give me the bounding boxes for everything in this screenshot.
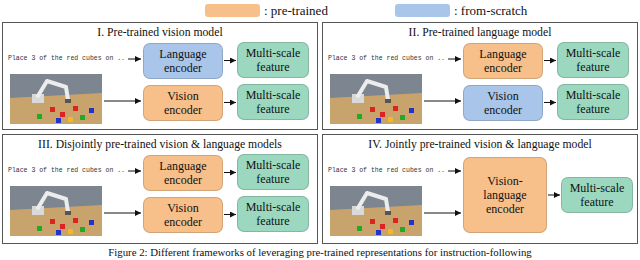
feature-arrow	[544, 102, 556, 103]
vision-encoder: Vision encoder	[143, 85, 223, 121]
instruction-text: Place 3 of the red cubes on ..	[8, 167, 125, 175]
box-text: Multi-scale feature	[242, 200, 304, 228]
robot-image	[10, 74, 102, 124]
instruction-text: Place 3 of the red cubes on ..	[328, 167, 445, 175]
box-text: Vision encoder	[468, 89, 538, 117]
framework-panel: II. Pre-trained language modelLanguage e…	[322, 22, 638, 130]
framework-panel: III. Disjointly pre-trained vision & lan…	[2, 134, 318, 244]
feature-arrow	[224, 214, 236, 215]
box-text: Multi-scale feature	[562, 46, 624, 74]
box-text: Vision encoder	[148, 89, 218, 117]
input-arrow	[448, 59, 461, 60]
box-text: Vision-language encoder	[468, 174, 542, 216]
framework-panel: IV. Jointly pre-trained vision & languag…	[322, 134, 638, 244]
vision-language-encoder: Vision-language encoder	[463, 157, 547, 233]
panel-title: II. Pre-trained language model	[323, 25, 637, 41]
box-text: Multi-scale feature	[242, 46, 304, 74]
language-encoder: Language encoder	[143, 43, 223, 79]
framework-panel: I. Pre-trained vision modelLanguage enco…	[2, 22, 318, 130]
input-arrow	[424, 213, 461, 214]
instruction-text: Place 3 of the red cubes on ..	[328, 55, 445, 63]
panel-title: I. Pre-trained vision model	[3, 25, 317, 41]
box-text: Language encoder	[148, 159, 218, 187]
feature-arrow	[224, 102, 236, 103]
feature-arrow	[548, 195, 560, 196]
box-text: Multi-scale feature	[242, 88, 304, 116]
box-text: Language encoder	[468, 47, 538, 75]
box-text: Multi-scale feature	[562, 88, 624, 116]
vision-encoder: Vision encoder	[143, 197, 223, 233]
feature-box: Multi-scale feature	[561, 177, 633, 213]
legend-swatch	[395, 4, 450, 17]
instruction-text: Place 3 of the red cubes on ..	[8, 55, 125, 63]
box-text: Vision encoder	[148, 201, 218, 229]
legend-swatch	[205, 4, 260, 17]
feature-box: Multi-scale feature	[237, 42, 309, 78]
feature-arrow	[224, 172, 236, 173]
input-arrow	[104, 213, 141, 214]
box-text: Multi-scale feature	[566, 181, 628, 209]
feature-box: Multi-scale feature	[237, 196, 309, 232]
panel-title: III. Disjointly pre-trained vision & lan…	[3, 137, 317, 153]
robot-image	[10, 186, 102, 236]
feature-arrow	[544, 60, 556, 61]
input-arrow	[128, 59, 141, 60]
input-arrow	[104, 101, 141, 102]
legend-text: : pre-trained	[264, 3, 328, 18]
feature-box: Multi-scale feature	[557, 84, 629, 120]
legend-text: : from-scratch	[454, 3, 527, 18]
feature-box: Multi-scale feature	[237, 84, 309, 120]
feature-box: Multi-scale feature	[557, 42, 629, 78]
input-arrow	[424, 101, 461, 102]
language-encoder: Language encoder	[463, 43, 543, 79]
feature-arrow	[224, 60, 236, 61]
vision-encoder: Vision encoder	[463, 85, 543, 121]
box-text: Language encoder	[148, 47, 218, 75]
input-arrow	[448, 171, 461, 172]
input-arrow	[128, 171, 141, 172]
robot-image	[330, 186, 422, 236]
box-text: Multi-scale feature	[242, 158, 304, 186]
figure-caption: Figure 2: Different frameworks of levera…	[0, 245, 640, 259]
panel-title: IV. Jointly pre-trained vision & languag…	[323, 137, 637, 153]
language-encoder: Language encoder	[143, 155, 223, 191]
robot-image	[330, 74, 422, 124]
feature-box: Multi-scale feature	[237, 154, 309, 190]
